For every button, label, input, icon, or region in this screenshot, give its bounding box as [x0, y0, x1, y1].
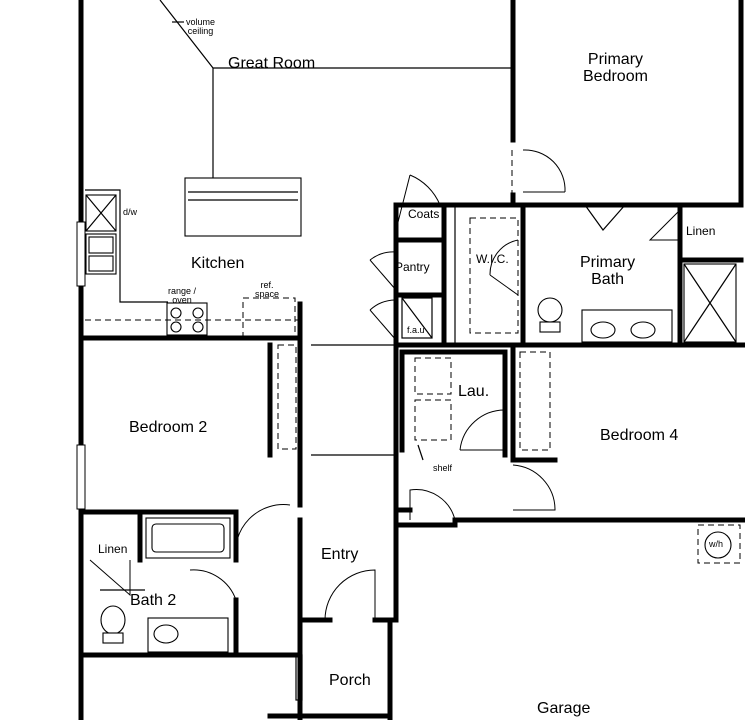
- ref-space-label: ref. space: [255, 280, 280, 300]
- wic-label: W.I.C.: [476, 252, 509, 266]
- primary-toilet: [537, 297, 563, 323]
- primary-bedroom-label: Primary Bedroom: [583, 51, 648, 85]
- dryer: [414, 399, 452, 441]
- water-heater-space: [697, 524, 741, 564]
- kitchen-label: Kitchen: [191, 255, 245, 272]
- fau: [401, 297, 433, 339]
- garage-label: Garage: [537, 700, 591, 717]
- bedroom-2-label: Bedroom 2: [129, 419, 208, 436]
- shelf-label: shelf: [433, 463, 453, 473]
- linen-primary-label: Linen: [686, 224, 716, 238]
- volume-ceiling-label: volume ceiling: [186, 17, 216, 37]
- great-room-label: Great Room: [228, 55, 316, 72]
- entry-label: Entry: [321, 546, 359, 563]
- washer: [414, 357, 452, 395]
- bath2-toilet: [100, 605, 126, 635]
- water-heater: [704, 531, 732, 559]
- wh-label: w/h: [709, 539, 724, 549]
- coats-label: Coats: [408, 207, 440, 221]
- dw-label: d/w: [123, 207, 138, 217]
- bath-2-label: Bath 2: [130, 592, 177, 609]
- primary-bath-label: Primary Bath: [580, 254, 636, 288]
- fau-label: f.a.u: [407, 325, 425, 335]
- bedroom-4-label: Bedroom 4: [600, 427, 679, 444]
- porch-label: Porch: [329, 672, 371, 689]
- range-oven-label: range / oven: [168, 286, 197, 306]
- kitchen-island: [184, 177, 302, 237]
- laundry-label: Lau.: [458, 383, 490, 400]
- primary-bedroom-wall: [510, 0, 744, 208]
- pantry-label: Pantry: [395, 260, 430, 274]
- linen-bath2-label: Linen: [98, 542, 128, 556]
- ref-space: [242, 297, 296, 337]
- volume-ceiling-line: [159, 0, 513, 180]
- wic-shelf: [469, 217, 519, 334]
